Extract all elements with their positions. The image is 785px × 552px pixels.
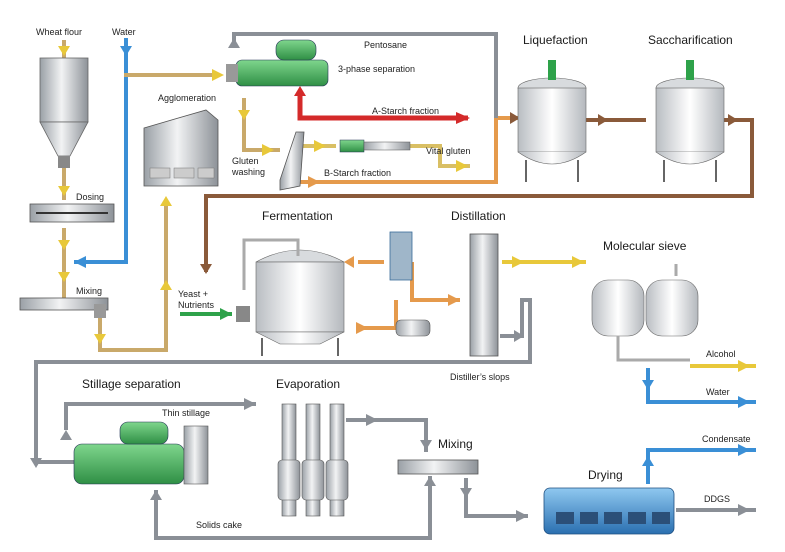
gluten-pump <box>339 139 411 153</box>
label-yeast-nutrients: Yeast + Nutrients <box>178 289 215 310</box>
heat-exchanger <box>389 231 413 281</box>
gluten-washer <box>279 131 305 191</box>
label-thin-stillage: Thin stillage <box>162 408 211 418</box>
label-dosing: Dosing <box>76 192 105 202</box>
three-phase-decanter <box>226 39 329 87</box>
thin-stillage-pipe <box>64 402 256 430</box>
label-pentosane: Pentosane <box>364 40 408 50</box>
solids-cake-pipe <box>154 476 432 540</box>
label-stillage-separation: Stillage separation <box>82 377 181 391</box>
molecular-sieve-tanks <box>591 264 699 362</box>
water-out-pipe <box>646 368 756 404</box>
label-water-in: Water <box>112 27 136 37</box>
label-agglomeration: Agglomeration <box>158 93 217 103</box>
label-mixing-bottom: Mixing <box>438 437 473 451</box>
dryer <box>543 487 675 535</box>
mix-to-agglo-pipe <box>98 200 168 352</box>
label-solids-cake: Solids cake <box>196 520 243 530</box>
label-mixing-top: Mixing <box>76 286 103 296</box>
distillation-pump <box>395 319 431 337</box>
label-liquefaction: Liquefaction <box>523 33 588 47</box>
mixer-top <box>19 297 109 318</box>
saccharification-tank <box>655 60 725 182</box>
label-alcohol: Alcohol <box>706 349 736 359</box>
label-3-phase-separation: 3-phase separation <box>338 64 416 74</box>
label-distillation: Distillation <box>451 209 506 223</box>
label-drying: Drying <box>588 468 623 482</box>
water-pipe <box>74 38 216 264</box>
liq-sac-pipe <box>204 118 754 272</box>
gluten-pipe <box>242 98 280 152</box>
label-condensate: Condensate <box>702 434 751 444</box>
slops-pipe <box>34 298 532 464</box>
label-fermentation: Fermentation <box>262 209 333 223</box>
label-ddgs: DDGS <box>704 494 731 504</box>
mixer-bottom <box>397 459 479 475</box>
arrowheads <box>30 38 750 522</box>
label-gluten-washing: Gluten washing <box>232 156 266 177</box>
mix-drying-pipe <box>464 478 528 518</box>
label-evaporation: Evaporation <box>276 377 341 391</box>
flour-silo <box>39 57 89 168</box>
dosing-unit <box>29 203 115 223</box>
a-starch-pipe <box>297 96 468 121</box>
label-saccharification: Saccharification <box>648 33 733 47</box>
liquefaction-tank <box>517 60 587 182</box>
condensate-pipe <box>646 448 756 484</box>
agglomeration-unit <box>143 109 219 187</box>
label-a-starch: A-Starch fraction <box>372 106 440 116</box>
stillage-decanter <box>73 421 209 485</box>
b-starch-pipe <box>300 116 520 184</box>
label-b-starch: B-Starch fraction <box>324 168 392 178</box>
label-water-out: Water <box>706 387 730 397</box>
distillation-column <box>469 233 499 357</box>
evap-mix-pipe <box>346 418 428 452</box>
fermentation-tank <box>236 238 345 356</box>
label-vital-gluten: Vital gluten <box>426 146 471 156</box>
label-wheat-flour: Wheat flour <box>36 27 83 37</box>
label-distillers-slops: Distiller’s slops <box>450 372 510 382</box>
evaporator <box>277 403 349 517</box>
label-molecular-sieve: Molecular sieve <box>603 239 687 253</box>
